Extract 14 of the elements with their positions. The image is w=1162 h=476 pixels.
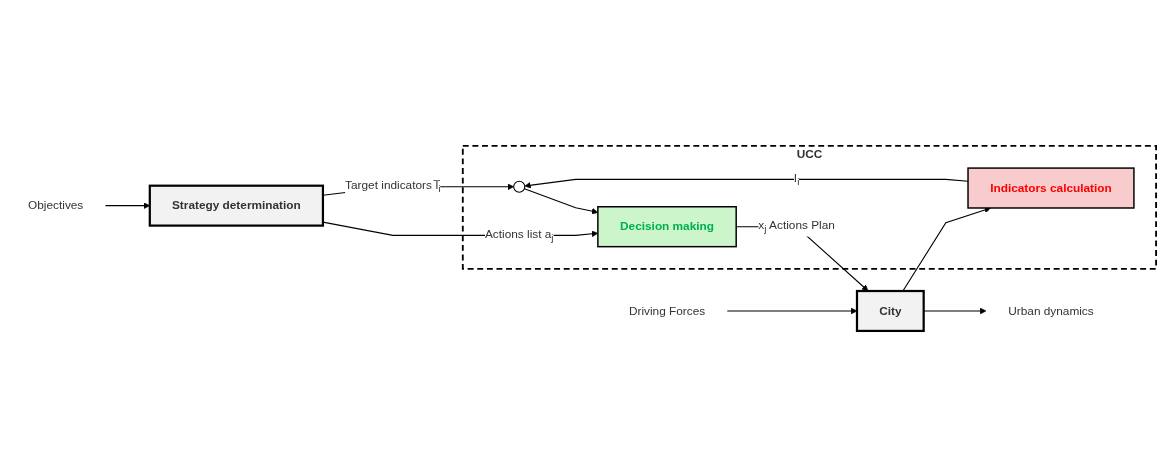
node-text: Urban dynamics [1008, 303, 1094, 317]
edge-label: Target indicators I̅$_{i}$ [345, 178, 441, 195]
edge-label: x$_{j}$ Actions Plan [758, 218, 835, 235]
node-text: Objectives [28, 198, 84, 212]
node-text: Driving Forces [628, 303, 706, 317]
node-box: Strategy determination [148, 184, 325, 227]
node-box: Decision making [597, 205, 737, 247]
arrow [524, 178, 969, 189]
node-circle [513, 180, 526, 193]
arrow [923, 307, 987, 314]
node-box: Indicators calculation [967, 166, 1135, 209]
edge-label: I$_{i}$ [793, 171, 800, 187]
edge-label: Actions list a$_{j}$ [484, 227, 554, 243]
node-box: City [855, 289, 925, 332]
